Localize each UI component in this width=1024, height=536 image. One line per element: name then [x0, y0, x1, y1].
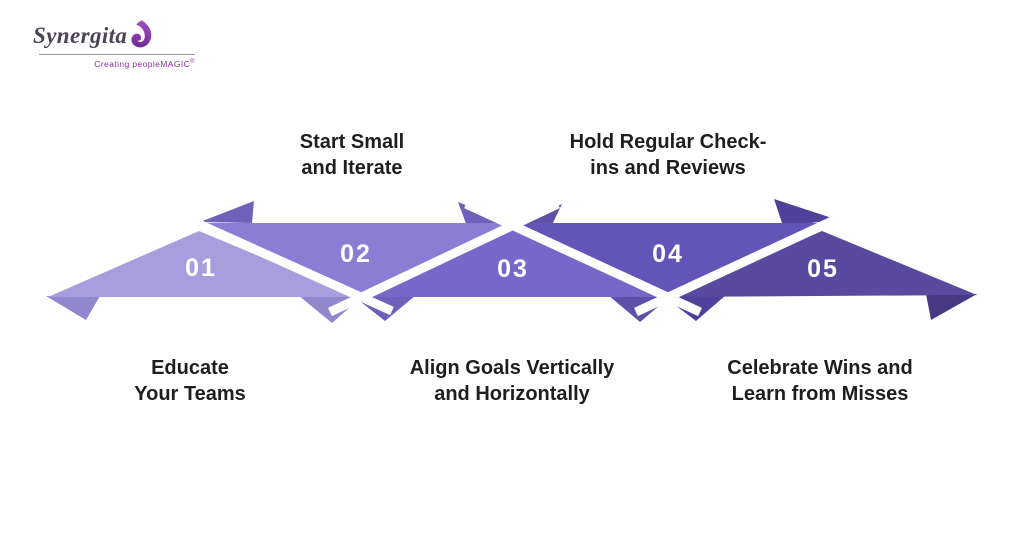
synergita-logo: Synergita Creating peopleMAGIC® [33, 20, 195, 69]
logo-tagline: Creating peopleMAGIC® [33, 57, 195, 69]
step-3-arrow-shape [357, 225, 667, 297]
synergita-flame-icon [131, 20, 152, 48]
fold-left-arrow-tail [46, 296, 100, 320]
logo-tagline-text: Creating peopleMAGIC [94, 58, 191, 69]
step-3-label-line1: Align Goals Vertically [409, 357, 615, 379]
fold-step2-left-tip [200, 201, 254, 223]
step-1-label: Educate Your Teams [134, 355, 246, 407]
step-2-label-line2: and Iterate [301, 157, 403, 179]
registered-mark: ® [190, 59, 195, 65]
step-4-number: 04 [652, 240, 684, 268]
fold-cross4 [774, 199, 838, 226]
logo-brand-row: Synergita [33, 20, 195, 51]
step-1-arrow-shape [48, 231, 357, 297]
step-3-number: 03 [497, 255, 529, 283]
step-5-label-line2: Learn from Misses [731, 383, 909, 405]
step-2-number: 02 [340, 240, 372, 268]
step-4-label-line1: Hold Regular Check- [569, 131, 767, 153]
step-5-label-line1: Celebrate Wins and [727, 357, 913, 379]
seam-2-3 [328, 199, 560, 317]
seam-4-5 [634, 204, 860, 317]
logo-divider-line [39, 54, 195, 55]
seam-1-2 [170, 207, 394, 316]
seam-3-4 [464, 199, 702, 317]
step-2-arrow-shape [204, 223, 516, 296]
step-4-label-line2: ins and Reviews [590, 157, 746, 179]
step-5-arrow-shape [667, 231, 977, 297]
step-3-label: Align Goals Vertically and Horizontally [410, 355, 615, 407]
step-4-arrow-shape [512, 223, 824, 296]
step-5-label: Celebrate Wins and Learn from Misses [727, 355, 912, 407]
step-1-number: 01 [185, 254, 217, 282]
logo-brand-text: Synergita [33, 23, 128, 48]
step-4-label: Hold Regular Check- ins and Reviews [570, 129, 767, 181]
fold-right-arrow-tail [926, 294, 977, 320]
step-1-label-line1: Educate [151, 357, 229, 379]
step-2-label-line1: Start Small [299, 131, 405, 153]
step-1-label-line2: Your Teams [134, 383, 246, 405]
step-3-label-line2: and Horizontally [434, 383, 590, 405]
step-5-number: 05 [807, 255, 839, 283]
step-2-label: Start Small and Iterate [300, 129, 404, 181]
